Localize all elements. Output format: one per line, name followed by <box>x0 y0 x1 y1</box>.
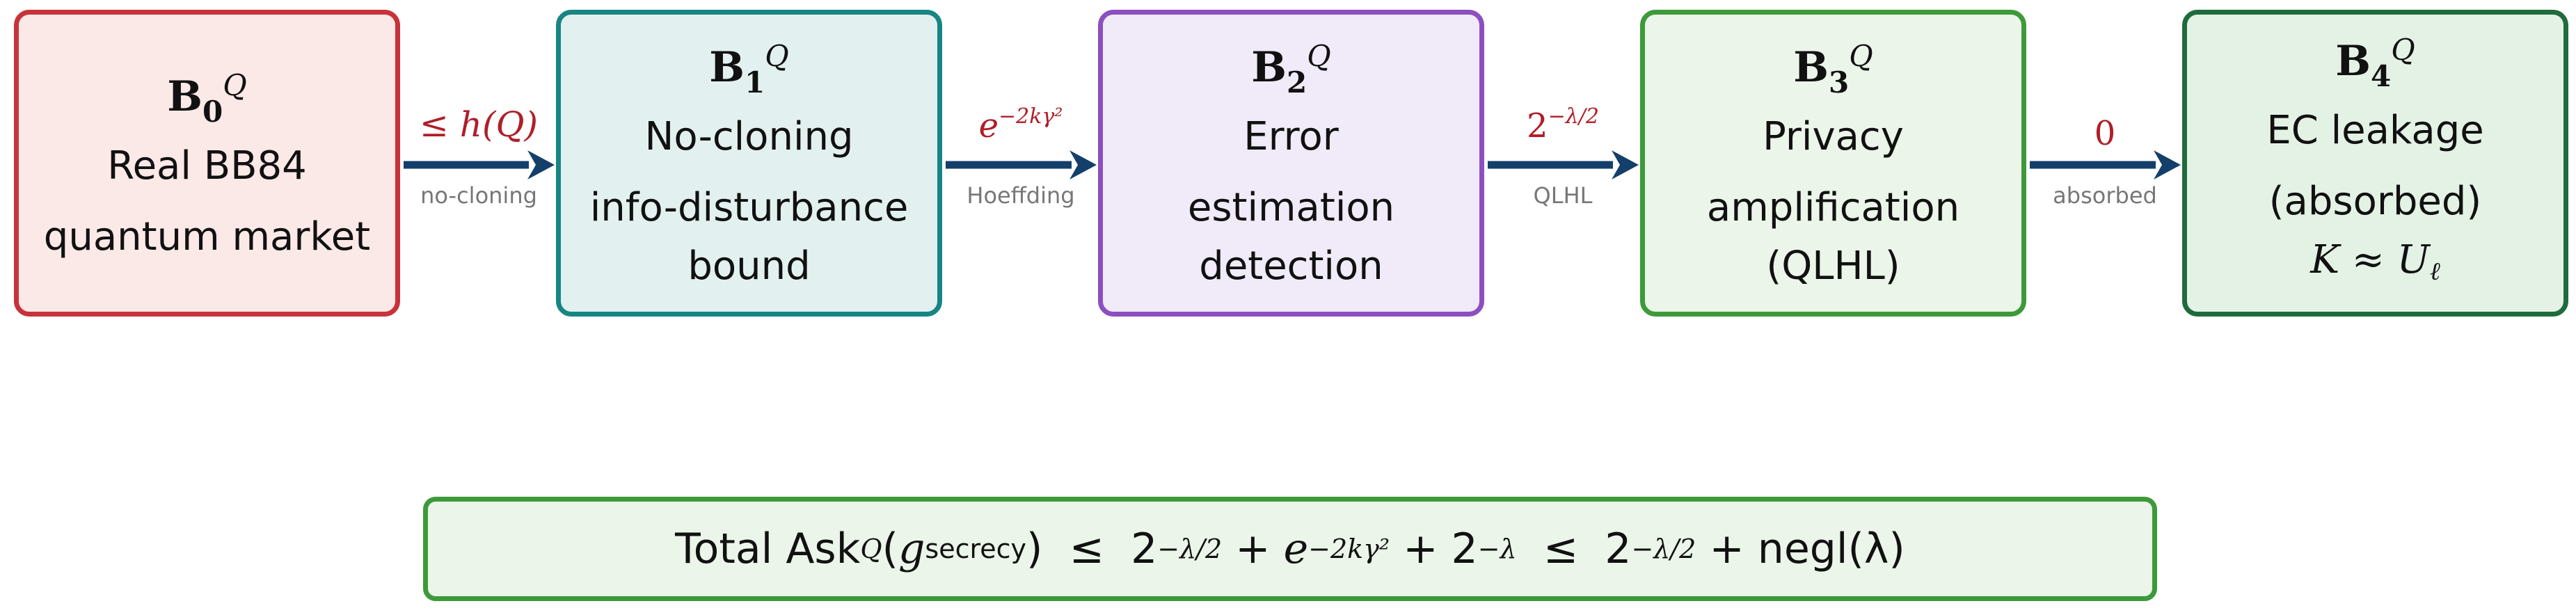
total-prefix: Total Ask <box>675 525 861 573</box>
edge-label-bound: 0 <box>2094 114 2116 153</box>
stage-title: B3Q <box>1793 38 1873 99</box>
stage-label-line1: EC leakage <box>2266 108 2484 153</box>
edge-caption: absorbed <box>2053 182 2157 209</box>
edge-caption: Hoeffding <box>967 182 1075 209</box>
arrow-b2-b3 <box>1488 150 1639 179</box>
stage-box-b3: B3Q Privacy amplification (QLHL) <box>1640 10 2026 317</box>
edge-label-bound: e−2kγ² <box>978 104 1063 145</box>
edge-label-bound: 2−λ/2 <box>1527 104 1599 145</box>
stage-label-line3: (QLHL) <box>1766 243 1900 289</box>
stage-label-line1: No-cloning <box>644 113 854 159</box>
stage-label-line3: detection <box>1199 243 1383 289</box>
stage-label-line1: Error <box>1243 113 1339 159</box>
arrow-b3-b4 <box>2030 150 2181 179</box>
stage-label-math: K ≈ Uℓ <box>2310 237 2440 286</box>
stage-title: B2Q <box>1251 38 1331 99</box>
stage-label-line2: quantum market <box>43 214 371 259</box>
stage-box-b4: B4Q EC leakage (absorbed) K ≈ Uℓ <box>2182 10 2568 317</box>
arrow-b1-b2 <box>946 150 1097 179</box>
stage-label-line1: Real BB84 <box>107 143 307 189</box>
stage-label-line2: estimation <box>1187 184 1395 230</box>
stage-title: B1Q <box>709 38 789 99</box>
stage-box-b0: B0Q Real BB84 quantum market <box>14 10 400 317</box>
stage-label-line2: amplification <box>1706 184 1960 230</box>
stage-label-line2: info-disturbance <box>589 184 909 230</box>
edge-label-bound: ≤ h(Q) <box>420 104 538 145</box>
arrow-b0-b1 <box>404 150 555 179</box>
edge-caption: QLHL <box>1533 182 1593 209</box>
stage-box-b2: B2Q Error estimation detection <box>1098 10 1484 317</box>
stage-title: B4Q <box>2335 33 2415 93</box>
edge-caption: no-cloning <box>420 182 537 209</box>
stage-title: B0Q <box>167 67 247 129</box>
stage-label-line3: bound <box>687 243 811 289</box>
stage-box-b1: B1Q No-cloning info-disturbance bound <box>556 10 942 317</box>
stage-label-line1: Privacy <box>1763 113 1904 159</box>
stage-label-line2: (absorbed) <box>2268 179 2482 224</box>
